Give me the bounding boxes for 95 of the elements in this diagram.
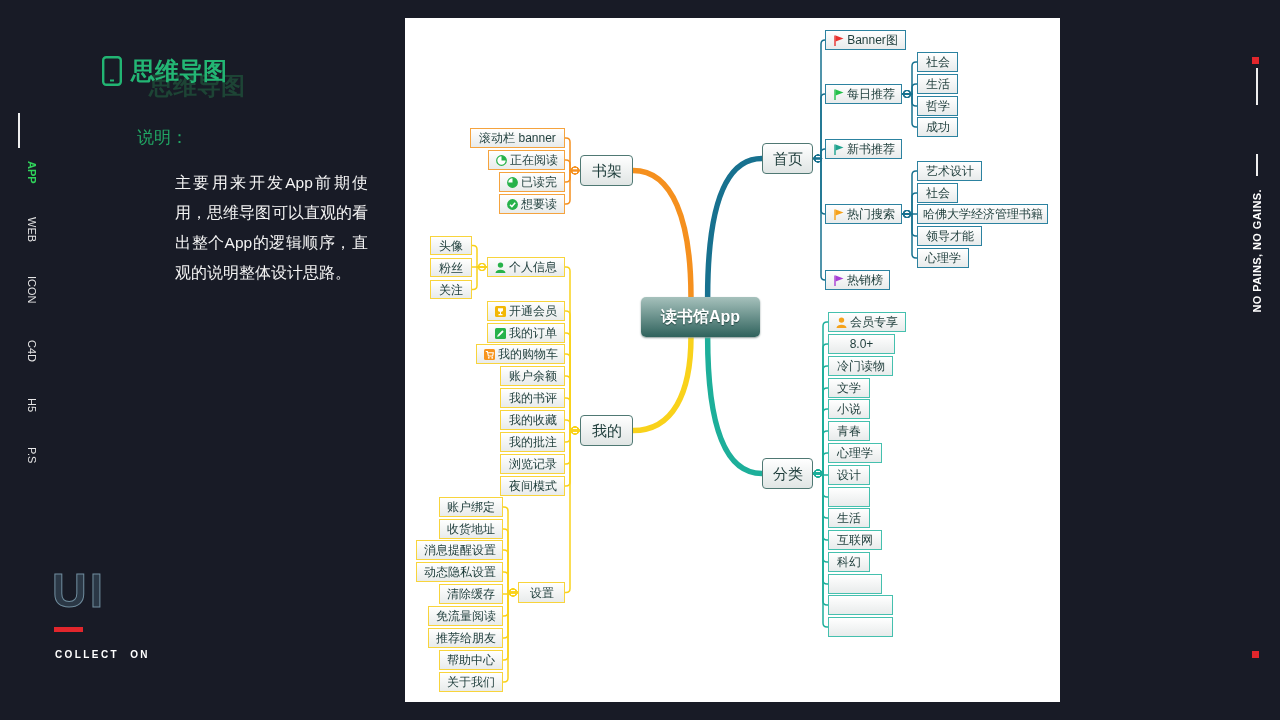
subtopic: 小说 <box>828 399 870 419</box>
main-topic: 我的 <box>580 415 633 446</box>
branch-connector <box>632 167 694 298</box>
nav-label: C4D <box>26 340 38 362</box>
subtopic: 成功 <box>917 117 958 137</box>
subtopic: 夜间模式 <box>500 476 565 496</box>
branch-connector <box>632 336 694 434</box>
main-topic: 书架 <box>580 155 633 186</box>
subtopic: 艺术设计 <box>917 161 982 181</box>
branch-connector <box>704 336 763 477</box>
subtopic-label: 正在阅读 <box>509 153 558 167</box>
subtopic: 生活 <box>917 74 958 94</box>
subtopic <box>499 172 565 192</box>
subtopic <box>825 270 890 290</box>
subtopic: 头像 <box>430 236 472 255</box>
subtopic: 哲学 <box>917 96 958 116</box>
subtopic <box>828 312 906 332</box>
subtopic: 消息提醒设置 <box>416 540 503 560</box>
nav-label: P.S <box>26 447 38 464</box>
subtopic: 心理学 <box>917 248 969 268</box>
subtopic: 免流量阅读 <box>428 606 503 626</box>
page-title: 思维导图 <box>131 58 228 86</box>
connector-line <box>901 209 918 219</box>
subtopic <box>825 84 902 104</box>
subtopic-label: 我的购物车 <box>497 347 558 361</box>
subtopic-label: 我的订单 <box>509 326 557 340</box>
blank-topic-box <box>828 487 870 507</box>
collection-caption: COLLECT ON <box>55 649 150 660</box>
subtopic: 冷门读物 <box>828 356 893 376</box>
main-topic: 分类 <box>762 458 813 489</box>
branch-connector <box>704 155 763 298</box>
subtopic-label: 新书推荐 <box>846 142 895 156</box>
subtopic <box>825 139 902 159</box>
nav-label: APP <box>26 161 38 184</box>
subtopic: 文学 <box>828 378 870 398</box>
subtopic-label: 每日推荐 <box>846 87 895 101</box>
subtopic: 8.0+ <box>828 334 895 354</box>
connector-line <box>812 148 826 163</box>
subtopic: 账户绑定 <box>439 497 503 517</box>
subtopic: 清除缓存 <box>439 584 503 604</box>
subtopic: 领导才能 <box>917 226 982 246</box>
subtopic: 心理学 <box>828 443 882 463</box>
subtopic: 浏览记录 <box>500 454 565 474</box>
connector-line <box>564 159 581 175</box>
subtopic <box>499 194 565 214</box>
subtopic: 账户余额 <box>500 366 565 386</box>
subtopic <box>488 150 565 170</box>
section-letters: UI <box>52 568 106 614</box>
blank-topic-box <box>828 595 893 615</box>
slogan-text: NO PAINS, NO GAINS. <box>1251 189 1263 313</box>
nav-label: ICON <box>26 276 38 304</box>
subtopic <box>825 30 906 50</box>
blank-topic-box <box>828 574 882 594</box>
connector-line <box>901 83 918 99</box>
subtopic-label: 个人信息 <box>509 260 557 274</box>
subtopic: 科幻 <box>828 552 870 572</box>
subtopic-label: 热销榜 <box>846 273 883 287</box>
subtopic: 帮助中心 <box>439 650 503 670</box>
subtopic-label: 会员专享 <box>850 315 898 329</box>
subtopic: 我的书评 <box>500 388 565 408</box>
subtopic: 社会 <box>917 52 958 72</box>
subtopic-label: 热门搜索 <box>846 207 895 221</box>
subtopic <box>487 257 565 277</box>
subtopic: 互联网 <box>828 530 882 550</box>
subtopic: 设置 <box>518 582 565 603</box>
subtopic: 粉丝 <box>430 258 472 277</box>
section-heading: 说明： <box>137 127 188 149</box>
connector-line <box>471 262 488 272</box>
subtopic-label: 已读完 <box>521 175 557 189</box>
subtopic: 收货地址 <box>439 519 503 539</box>
subtopic: 哈佛大学经济管理书籍 <box>917 204 1048 224</box>
subtopic: 我的收藏 <box>500 410 565 430</box>
subtopic <box>825 204 902 224</box>
subtopic: 动态隐私设置 <box>416 562 503 582</box>
subtopic-label: 开通会员 <box>509 304 557 318</box>
central-topic: 读书馆App <box>641 297 760 337</box>
subtopic: 青春 <box>828 421 870 441</box>
description-text: 主要用来开发App前期使用，思维导图可以直观的看出整个App的逻辑顺序，直观的说明整体设计思路。 <box>175 173 368 283</box>
main-topic: 首页 <box>762 143 813 174</box>
subtopic: 生活 <box>828 508 870 528</box>
nav-label: WEB <box>26 217 38 243</box>
subtopic <box>476 344 565 364</box>
subtopic: 滚动栏 banner <box>470 128 565 148</box>
subtopic: 关注 <box>430 280 472 299</box>
subtopic-label: 想要读 <box>521 197 557 211</box>
subtopic: 社会 <box>917 183 958 203</box>
subtopic: 关于我们 <box>439 672 503 692</box>
nav-label: H5 <box>26 398 38 413</box>
subtopic: 设计 <box>828 465 870 485</box>
subtopic <box>487 323 565 343</box>
subtopic: 推荐给朋友 <box>428 628 503 648</box>
blank-topic-box <box>828 617 893 637</box>
subtopic: 我的批注 <box>500 432 565 452</box>
subtopic <box>487 301 565 321</box>
subtopic-label: Banner图 <box>847 33 898 47</box>
